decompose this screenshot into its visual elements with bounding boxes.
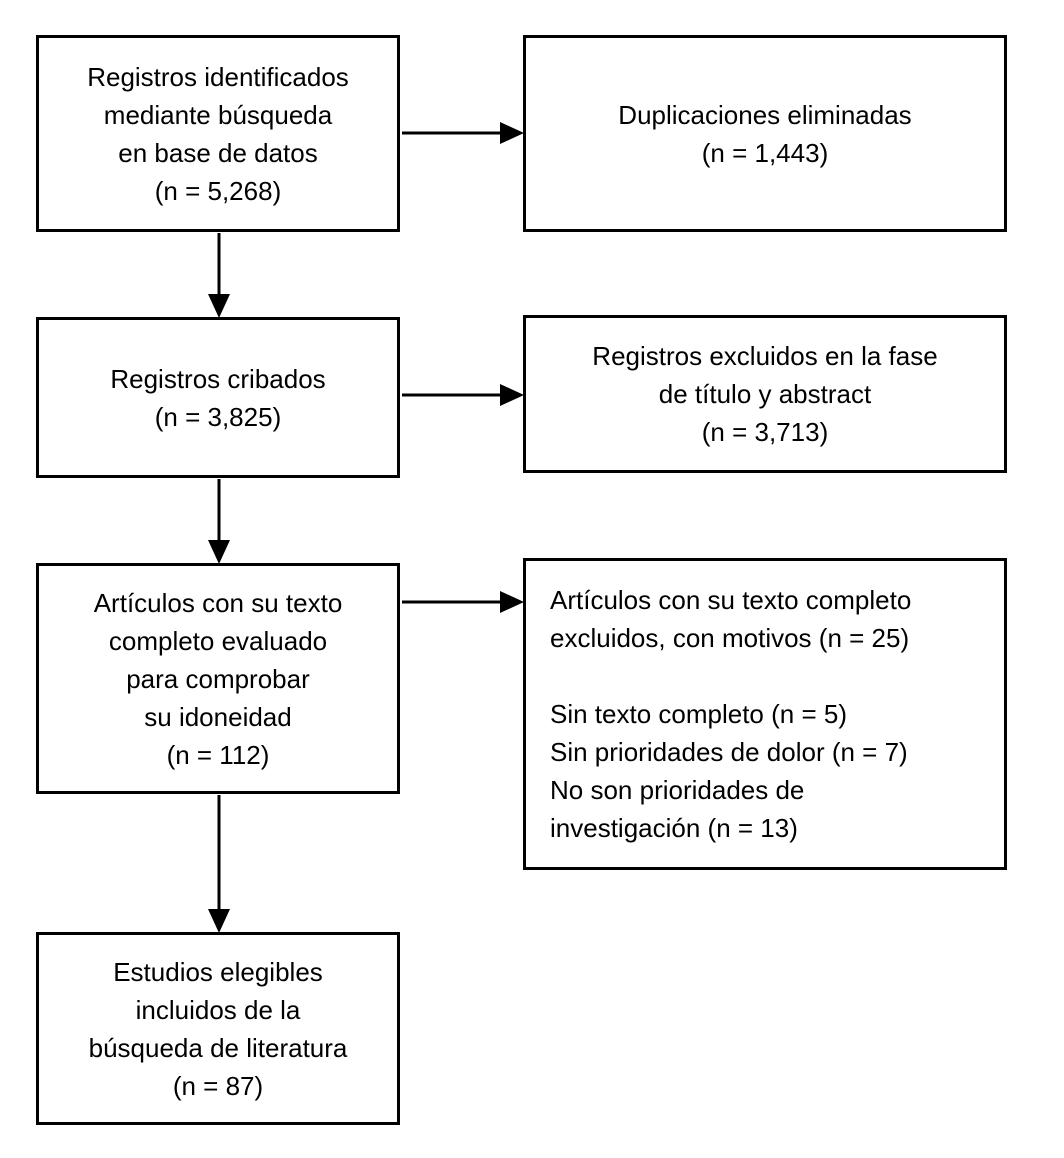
box-text-line: incluidos de la (135, 994, 301, 1025)
box-duplicates-removed: Duplicaciones eliminadas (n = 1,443) (523, 35, 1007, 232)
box-count-line: (n = 3,713) (701, 417, 829, 447)
box-text-line: para comprobar (126, 663, 310, 694)
box-reason-line: Sin texto completo (n = 5) (550, 699, 847, 729)
box-text-line: mediante búsqueda (103, 99, 333, 130)
box-text-line: Artículos con su texto completo (550, 585, 912, 615)
box-text-line: su idoneidad (144, 701, 292, 732)
arrow-right-icon (402, 122, 524, 144)
box-text-line: excluidos, con motivos (n = 25) (550, 623, 910, 653)
box-text-line: Artículos con su texto (93, 587, 343, 618)
box-count-line: (n = 5,268) (154, 175, 282, 206)
box-fulltext-excluded-with-reasons: Artículos con su texto completo excluido… (523, 558, 1007, 870)
box-text-line: Registros identificados (87, 61, 349, 92)
box-fulltext-assessed: Artículos con su texto completo evaluado… (36, 563, 400, 794)
box-count-line: (n = 1,443) (701, 137, 829, 168)
box-text-line: Registros cribados (110, 363, 326, 394)
box-studies-included: Estudios elegibles incluidos de la búsqu… (36, 932, 400, 1125)
box-records-screened: Registros cribados (n = 3,825) (36, 317, 400, 478)
box-records-excluded-title-abstract: Registros excluidos en la fase de título… (523, 315, 1007, 473)
arrow-down-icon (208, 479, 230, 564)
box-text-line: Estudios elegibles (113, 956, 323, 987)
box-count-line: (n = 3,825) (154, 401, 282, 432)
arrow-down-icon (208, 233, 230, 318)
box-text-line: en base de datos (118, 137, 318, 168)
arrow-right-icon (402, 384, 524, 406)
box-text-line: Registros excluidos en la fase (592, 341, 938, 371)
box-count-line: (n = 112) (166, 739, 270, 770)
box-text-line: Duplicaciones eliminadas (618, 99, 912, 130)
box-records-identified: Registros identificados mediante búsqued… (36, 35, 400, 232)
box-text-line: búsqueda de literatura (88, 1032, 348, 1063)
arrow-down-icon (208, 795, 230, 933)
box-reason-line: No son prioridades de (550, 775, 805, 805)
box-count-line: (n = 87) (172, 1070, 264, 1101)
box-text-line: de título y abstract (658, 379, 872, 409)
box-text-line: completo evaluado (108, 625, 328, 656)
box-reason-line: Sin prioridades de dolor (n = 7) (550, 737, 908, 767)
box-reason-line: investigación (n = 13) (550, 813, 798, 843)
arrow-right-icon (402, 591, 524, 613)
